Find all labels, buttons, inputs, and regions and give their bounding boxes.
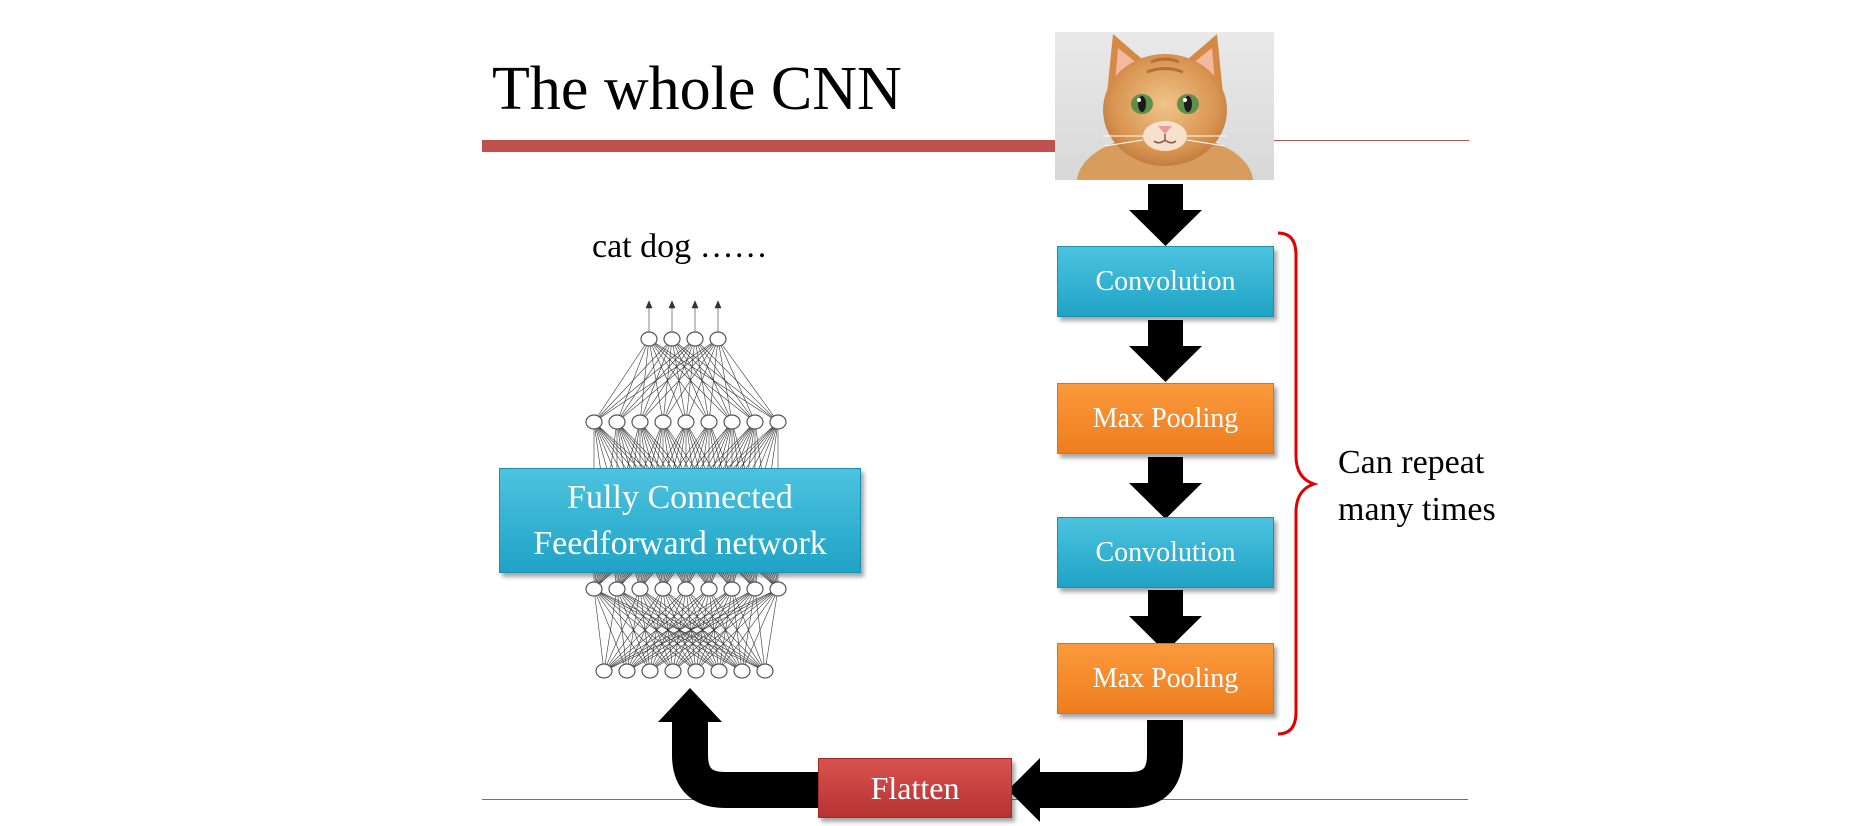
network-node [677,414,695,430]
network-node [608,414,626,430]
network-node [585,414,603,430]
output-classes-label: cat dog …… [592,228,768,265]
network-node [700,581,718,597]
network-node [687,663,705,679]
network-node [585,581,603,597]
max-pooling-box: Max Pooling [1057,383,1274,454]
network-node [769,581,787,597]
convolution-label: Convolution [1095,265,1236,297]
down-arrow-3 [1129,457,1202,519]
convolution-box: Convolution [1057,517,1274,588]
repeat-brace [1277,231,1319,736]
network-node [663,331,681,347]
repeat-note-line1: Can repeat [1338,444,1485,481]
network-node [608,581,626,597]
fc-label-line1: Fully Connected [567,478,793,516]
network-node [641,663,659,679]
max-pooling-label: Max Pooling [1092,402,1239,434]
repeat-note-line2: many times [1338,490,1496,528]
footer-line-left [482,799,817,800]
fully-connected-network-box: Fully Connected Feedforward network [499,468,861,573]
network-node [664,663,682,679]
bottom-right-arrowhead [1008,758,1040,822]
flatten-label: Flatten [870,769,960,806]
network-node [631,414,649,430]
footer-line-right [1010,799,1468,800]
network-node [640,331,658,347]
bottom-left-curved-arrow [672,722,818,808]
network-node [709,331,727,347]
network-node [618,663,636,679]
neural-network-nodes [585,331,787,679]
network-node [756,663,774,679]
title-underline-thin [1273,140,1469,141]
bottom-right-curved-arrow [1040,720,1183,808]
network-node [746,581,764,597]
slide-title: The whole CNN [492,55,902,123]
max-pooling-box: Max Pooling [1057,643,1274,714]
convolution-box: Convolution [1057,246,1274,317]
down-arrow-1 [1129,184,1202,246]
down-arrow-2 [1129,320,1202,382]
title-underline [482,140,1055,152]
network-node [746,414,764,430]
network-node [723,581,741,597]
network-node [654,581,672,597]
network-node [723,414,741,430]
network-node [769,414,787,430]
max-pooling-label: Max Pooling [1092,662,1239,694]
cat-photo-icon [1055,32,1274,180]
network-node [710,663,728,679]
convolution-label: Convolution [1095,536,1236,568]
network-node [631,581,649,597]
network-node [654,414,672,430]
flatten-box: Flatten [818,758,1012,818]
down-arrow-4 [1129,590,1202,652]
bottom-left-arrowhead [658,688,722,722]
network-node [686,331,704,347]
network-node [700,414,718,430]
fc-label-line2: Feedforward network [533,524,827,562]
network-node [595,663,613,679]
network-node [677,581,695,597]
network-node [733,663,751,679]
repeat-note: Can repeat many times [1338,440,1496,533]
